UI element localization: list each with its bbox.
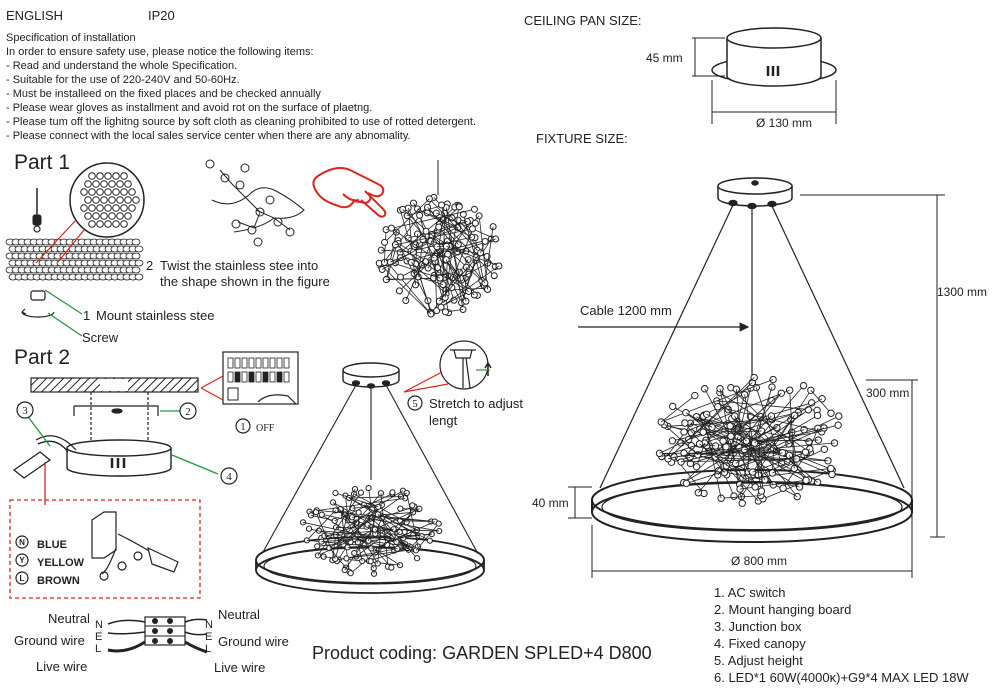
lamp-bulb-icon [32,188,42,233]
spec-item: - Please connect with the local sales se… [6,130,411,142]
led-cluster-large [655,373,843,507]
svg-text:L: L [20,574,25,583]
letter-e: E [205,631,213,643]
wire-letters-left: N E L [95,619,103,655]
letter-n: N [205,619,213,631]
letter-e: E [95,631,103,643]
step5-line1: Stretch to adjust [429,396,523,411]
fixture-diameter: Ø 800 mm [731,554,788,568]
ceiling-pan-drawing [692,27,837,124]
callout-1: 1 [240,421,246,433]
screw-label: Screw [82,330,119,345]
callout-3: 3 [22,405,28,417]
legend-item: 2. Mount hanging board [714,602,852,617]
led-cluster-small [299,484,443,577]
spec-item: - Read and understand the whole Specific… [6,60,238,72]
letter-l: L [95,643,102,655]
pointing-hand-icon [312,167,387,218]
ip-rating: IP20 [148,8,175,23]
live-label-left: Live wire [36,659,88,674]
wiring-detail-box [9,499,201,599]
part2-title: Part 2 [14,346,71,369]
wire-color-yellow: YELLOW [37,557,85,569]
callout-circles [16,395,423,485]
hand-twisting-sketch [205,159,305,247]
wire-color-list: BLUE YELLOW BROWN [37,536,84,590]
svg-text:N: N [19,538,25,547]
junction-box-drawing [12,413,77,505]
part1-callout-lines [44,289,83,337]
ceiling-board-drawing [30,377,199,440]
total-height: 1300 mm [937,285,988,299]
fixture-drawing [568,177,945,578]
terminal-block-drawing [107,616,208,654]
spec-item: - Please wear gloves as installment and … [6,102,373,114]
ground-label-left: Ground wire [14,633,85,648]
mount-base-drawing [21,290,55,318]
legend-item: 3. Junction box [714,619,802,634]
step1-text: Mount stainless stee [96,308,215,323]
wire-color-blue: BLUE [37,539,67,551]
neutral-label-right: Neutral [218,607,260,622]
ground-label-right: Ground wire [218,634,289,649]
adjust-height-drawing [403,340,492,393]
canopy-drawing [66,439,219,477]
twisted-shape-cluster [375,160,503,318]
callout-numbers: 3 2 4 1 5 [22,398,418,483]
zoom-circle [35,162,145,264]
live-label-right: Live wire [214,660,266,675]
part1-title: Part 1 [14,151,71,174]
language-label: ENGLISH [6,8,64,23]
off-label: OFF [256,423,275,434]
parts-legend: 1. AC switch 2. Mount hanging board 3. J… [714,584,969,686]
letter-n: N [95,619,103,631]
body-height: 300 mm [866,386,910,400]
spec-intro: In order to ensure safety use, please no… [6,46,314,58]
step1-number: 1 [83,308,91,323]
legend-item: 6. LED*1 60W(4000κ)+G9*4 MAX LED 18W [714,670,969,685]
callout-4: 4 [226,471,232,483]
legend-item: 5. Adjust height [714,653,803,668]
neutral-label-left: Neutral [48,611,90,626]
legend-item: 4. Fixed canopy [714,636,806,651]
cluster-mat-drawing [5,238,144,281]
step2-number: 2 [146,258,154,273]
letter-l: L [205,643,212,655]
product-coding: Product coding: GARDEN SPLED+4 D800 [312,643,652,663]
spec-item: - Must be installeed on the fixed places… [6,88,321,100]
spec-item: - Suitable for the use of 220-240V and 5… [6,74,240,86]
step2-line1: Twist the stainless stee into [160,258,319,273]
ceiling-pan-title: CEILING PAN SIZE: [524,13,642,28]
spec-item: - Please tum off the lighitng source by … [6,116,477,128]
cable-length: Cable 1200 mm [580,303,672,318]
spec-block: Specification of installation In order t… [6,31,476,143]
switch-panel-drawing [200,351,299,405]
ceiling-pan-diameter: Ø 130 mm [756,116,813,130]
callout-2: 2 [185,406,191,418]
wire-glyphs: NYL [19,538,25,583]
ceiling-pan-height: 45 mm [646,51,683,65]
step5-line2: lengt [429,413,458,428]
step2-line2: the shape shown in the figure [160,274,330,289]
wire-color-brown: BROWN [37,575,80,587]
callout-5: 5 [412,398,418,410]
legend-item: 1. AC switch [714,585,786,600]
wire-letters-right: N E L [205,619,213,655]
fixture-title: FIXTURE SIZE: [536,131,628,146]
svg-text:Y: Y [19,556,25,565]
spec-title: Specification of installation [6,32,136,44]
ring-height: 40 mm [532,496,569,510]
